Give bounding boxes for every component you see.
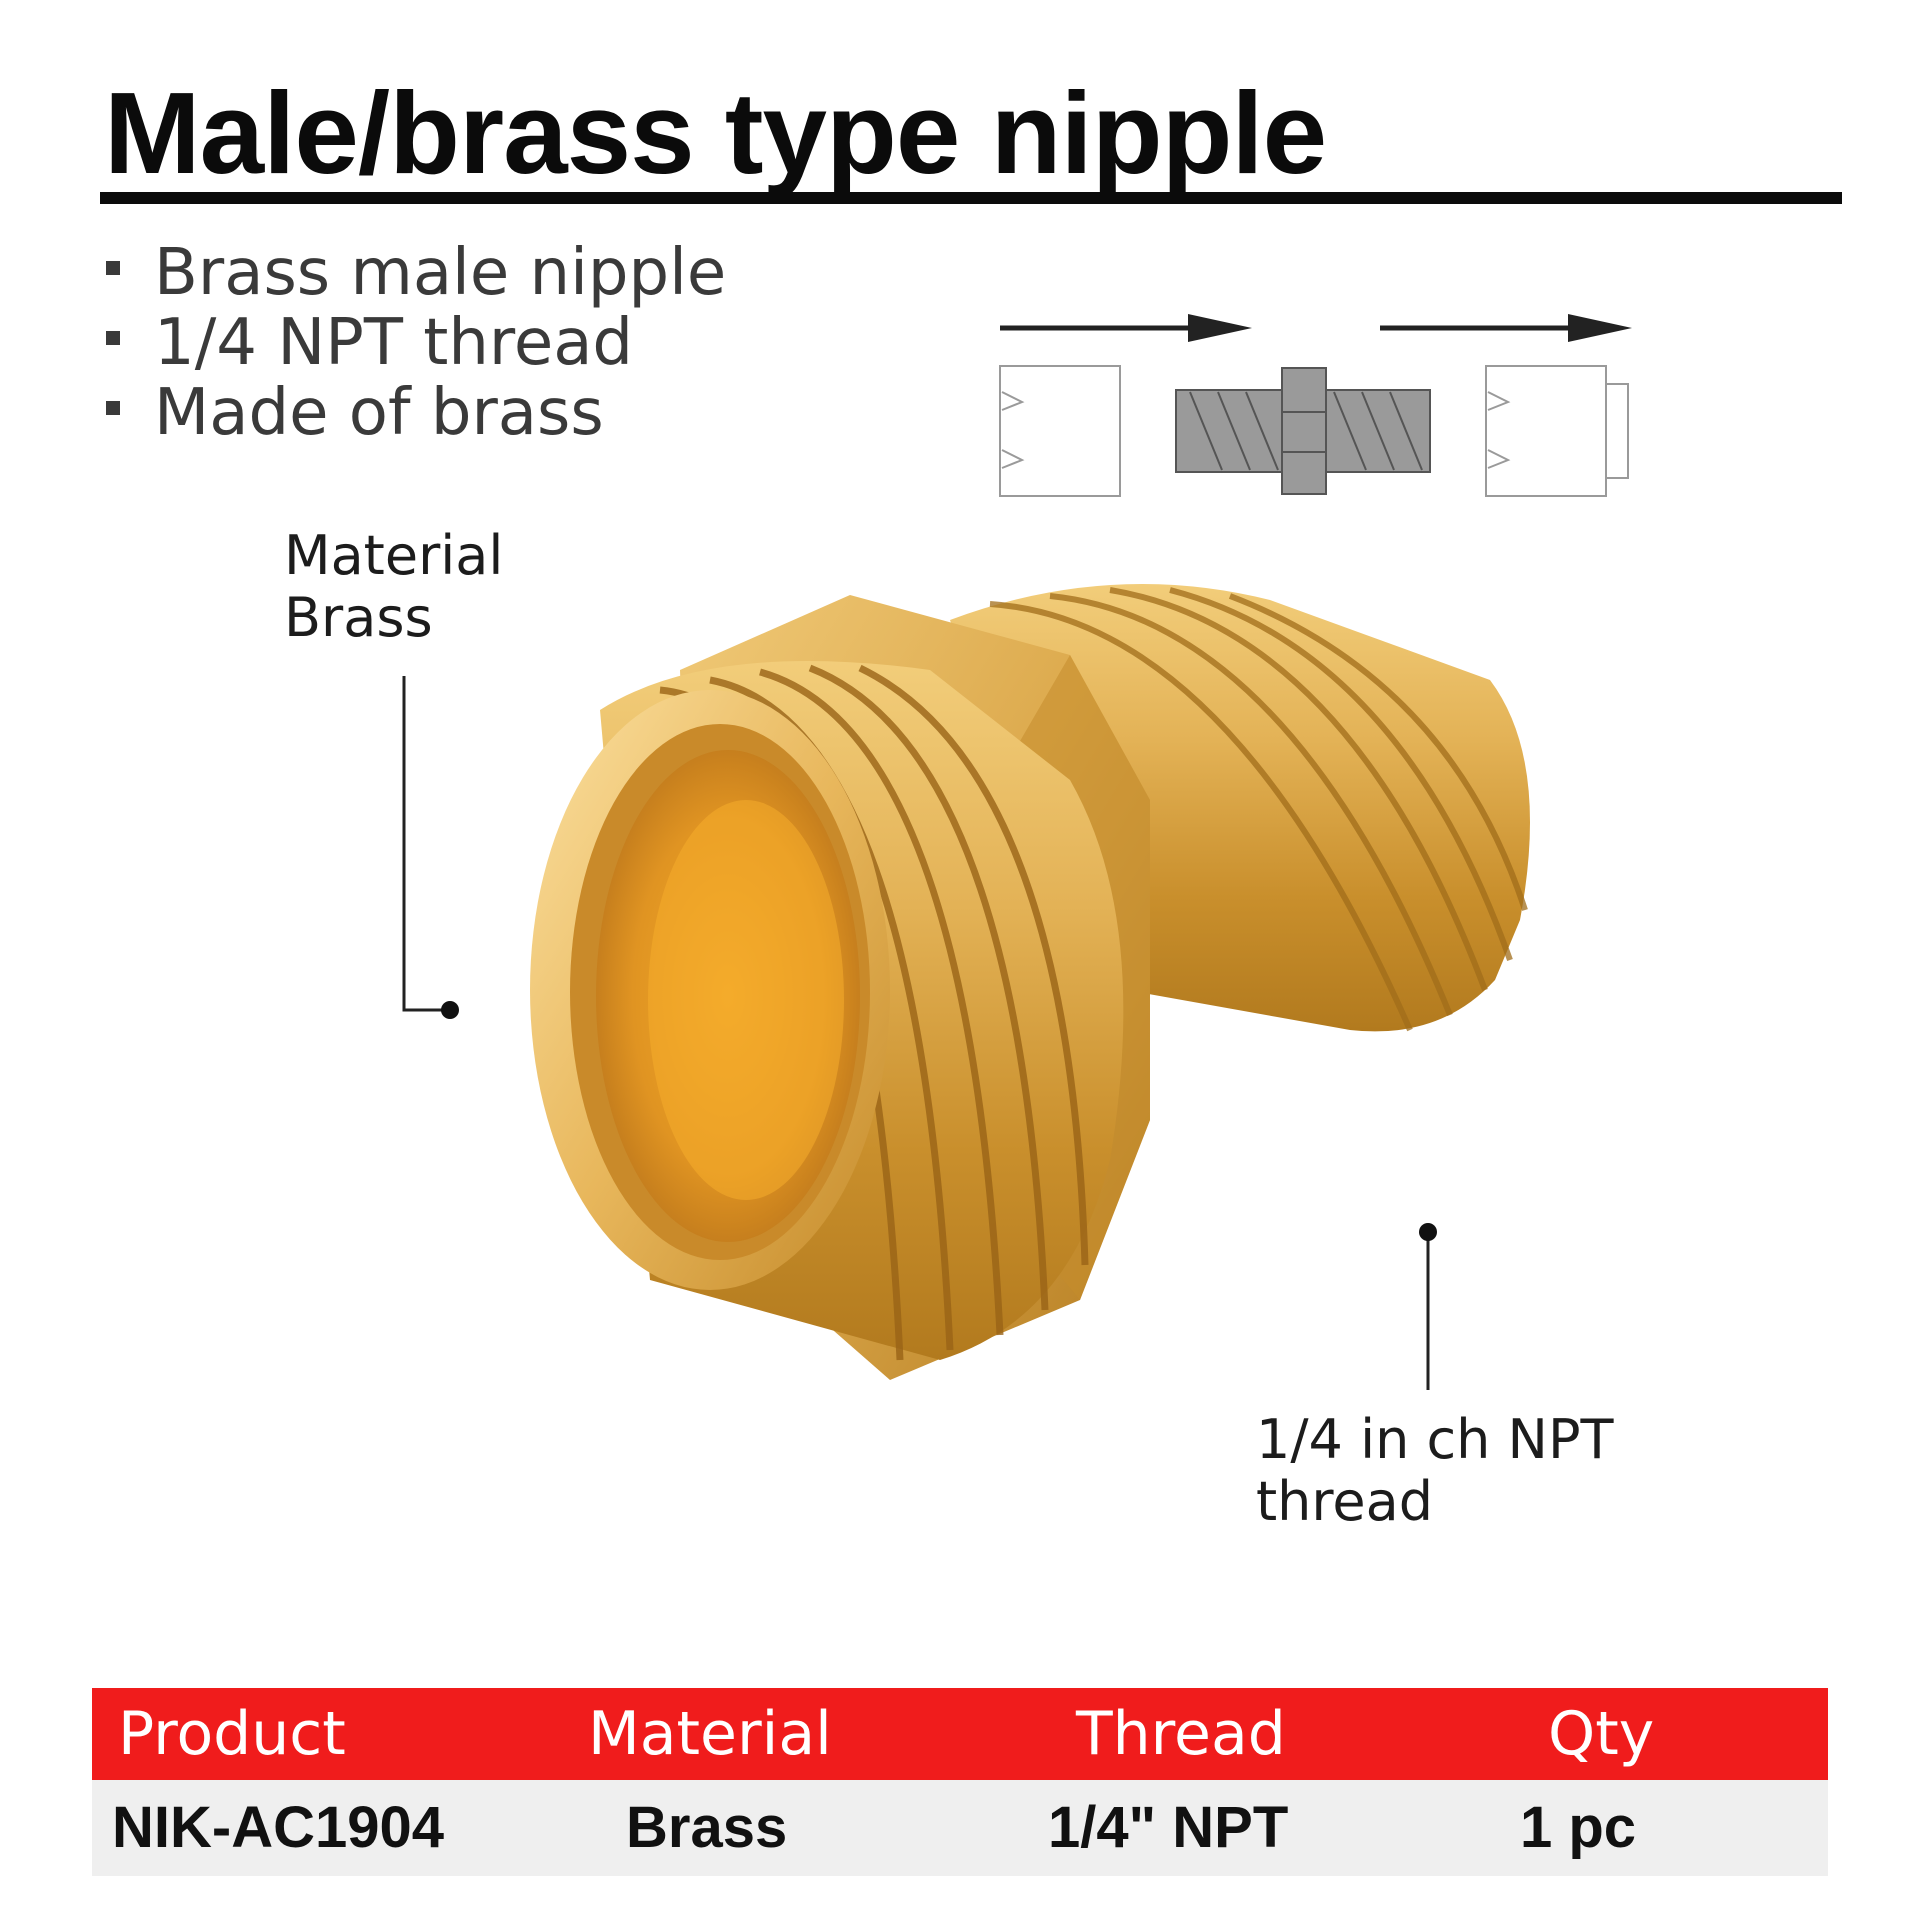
feature-text: 1/4 NPT thread <box>154 306 634 380</box>
thread-callout-line2: thread <box>1256 1470 1434 1533</box>
cell-product: NIK-AC1904 <box>112 1795 444 1860</box>
feature-item: 1/4 NPT thread <box>106 308 726 378</box>
spec-table: Product Material Thread Qty NIK-AC1904 B… <box>92 1688 1828 1876</box>
feature-item: Brass male nipple <box>106 238 726 308</box>
feature-list: Brass male nipple 1/4 NPT thread Made of… <box>106 238 726 448</box>
flow-arrow-icon <box>1000 314 1252 342</box>
table-row: NIK-AC1904 Brass 1/4" NPT 1 pc <box>92 1780 1828 1876</box>
feature-text: Brass male nipple <box>154 236 727 310</box>
material-callout-label: Material <box>284 524 504 587</box>
connection-diagram <box>999 314 1632 497</box>
cell-qty: 1 pc <box>1520 1795 1637 1860</box>
feature-item: Made of brass <box>106 378 726 448</box>
thread-callout-line1: 1/4 in ch NPT <box>1256 1408 1614 1471</box>
bullet-icon <box>106 261 120 276</box>
female-fitting-icon <box>1485 365 1629 497</box>
leader-dot-icon <box>441 1001 459 1019</box>
female-fitting-icon <box>999 365 1121 497</box>
bullet-icon <box>106 401 120 416</box>
header-thread: Thread <box>1076 1699 1286 1769</box>
header-product: Product <box>118 1699 346 1769</box>
title-divider <box>100 192 1842 204</box>
material-leader-line <box>402 676 446 1012</box>
material-callout-value: Brass <box>284 586 433 649</box>
cell-thread: 1/4" NPT <box>1048 1795 1289 1860</box>
feature-text: Made of brass <box>154 376 604 450</box>
page-title: Male/brass type nipple <box>104 68 1327 198</box>
male-nipple-icon <box>1175 367 1431 495</box>
spec-table-header: Product Material Thread Qty <box>92 1688 1828 1780</box>
brass-nipple-image <box>530 584 1530 1380</box>
header-material: Material <box>588 1699 832 1769</box>
bullet-icon <box>106 331 120 346</box>
header-qty: Qty <box>1548 1699 1655 1769</box>
cell-material: Brass <box>626 1795 788 1860</box>
flow-arrow-icon <box>1380 314 1632 342</box>
